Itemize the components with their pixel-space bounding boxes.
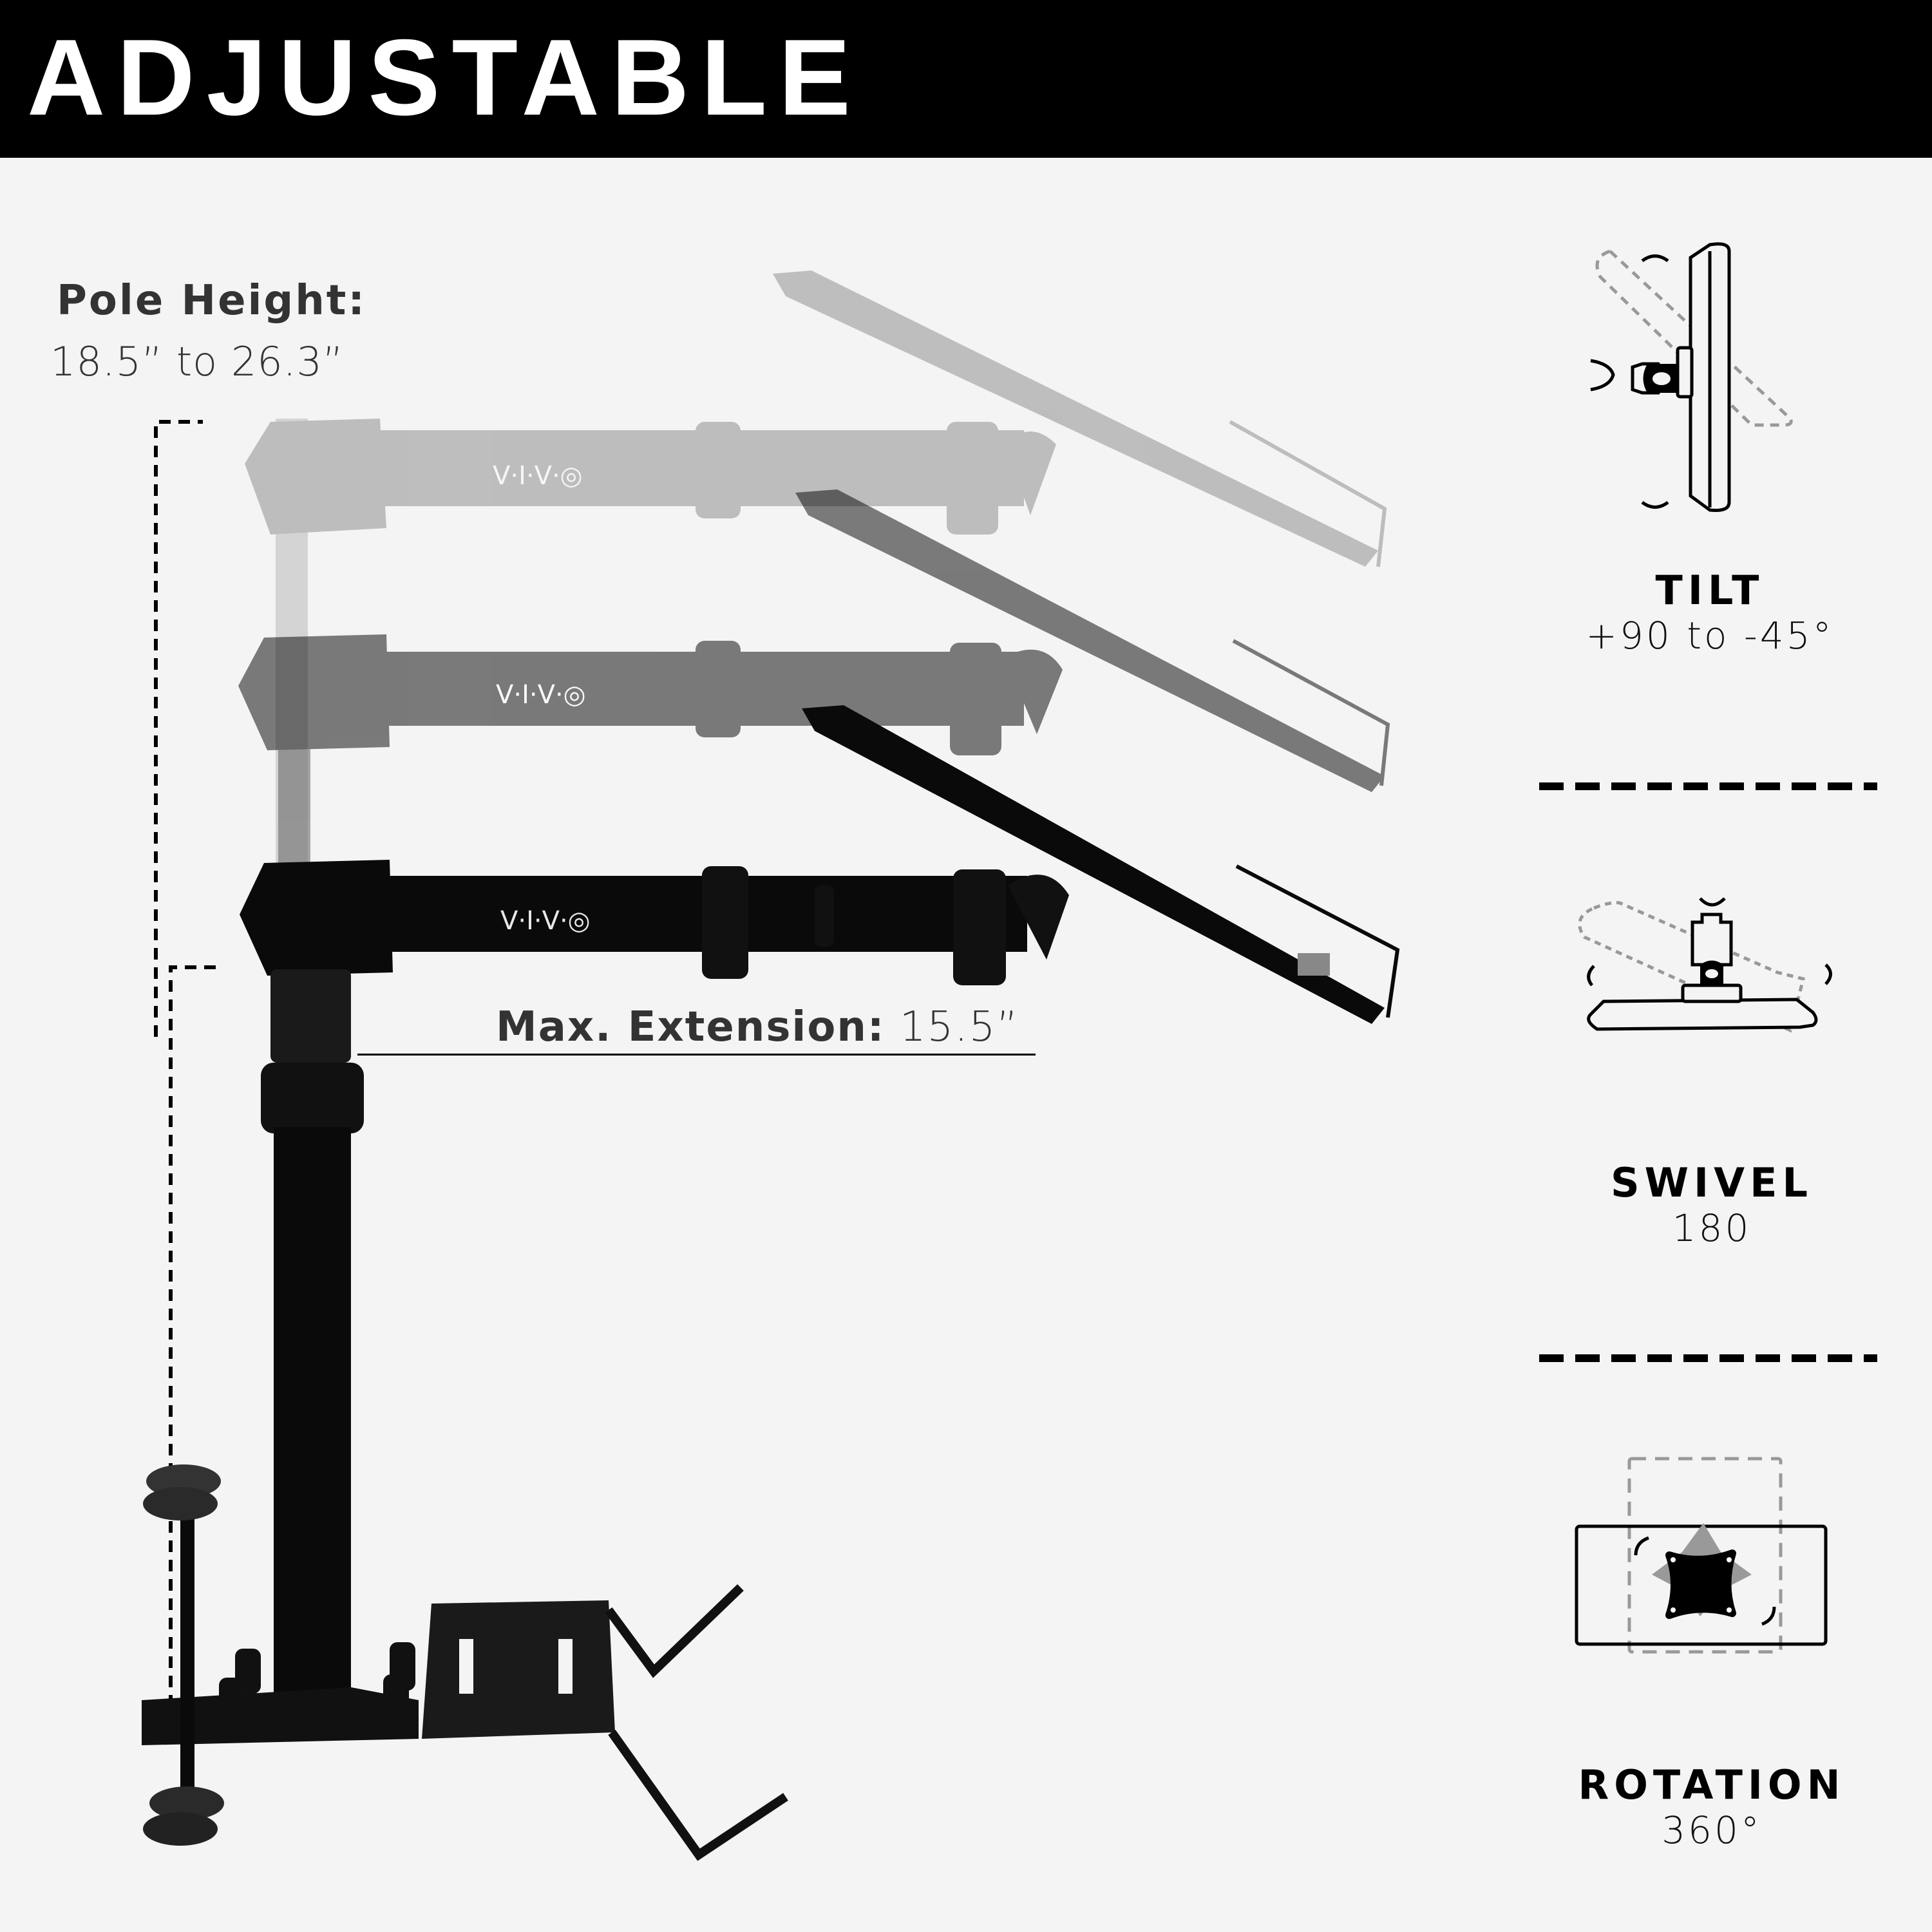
section-divider xyxy=(1539,1354,1877,1362)
feature-rotation: ROTATION 360° xyxy=(1531,1761,1892,1852)
keyboard-tray xyxy=(422,1584,788,1861)
max-extension-label: Max. Extension: xyxy=(496,1003,886,1051)
svg-text:V·I·V·◎: V·I·V·◎ xyxy=(496,680,586,710)
feature-tilt: TILT +90 to -45° xyxy=(1530,567,1890,658)
arm-position-low: V·I·V·◎ xyxy=(240,705,1400,1024)
max-extension-line xyxy=(357,1054,1036,1056)
arm-position-high: V·I·V·◎ xyxy=(245,270,1387,869)
swivel-icon xyxy=(1578,897,1832,1033)
feature-value: 360° xyxy=(1662,1808,1762,1852)
header-banner: ADJUSTABLE xyxy=(0,0,1932,158)
arm-position-mid: V·I·V·◎ xyxy=(238,489,1390,869)
tilt-icon xyxy=(1590,242,1793,512)
page-title: ADJUSTABLE xyxy=(27,17,862,138)
section-divider xyxy=(1539,782,1877,790)
svg-text:V·I·V·◎: V·I·V·◎ xyxy=(493,461,583,491)
desk-clamp xyxy=(142,1464,419,1846)
pole-height-dimension-lines xyxy=(154,420,218,1707)
feature-value: 180 xyxy=(1672,1206,1752,1250)
feature-title: TILT xyxy=(1655,567,1765,614)
pole xyxy=(261,969,364,1719)
feature-title: SWIVEL xyxy=(1611,1159,1813,1206)
feature-value: +90 to -45° xyxy=(1586,614,1834,658)
pole-height-label: Pole Height: xyxy=(57,277,366,325)
feature-title: ROTATION xyxy=(1578,1761,1846,1808)
rotation-icon xyxy=(1575,1457,1828,1654)
pole-height-value: 18.5” to 26.3” xyxy=(50,338,344,385)
max-extension-value: 15.5” xyxy=(885,1003,1019,1051)
svg-text:V·I·V·◎: V·I·V·◎ xyxy=(500,906,591,936)
feature-swivel: SWIVEL 180 xyxy=(1531,1159,1892,1250)
max-extension: Max. Extension: 15.5” xyxy=(496,1003,1019,1051)
